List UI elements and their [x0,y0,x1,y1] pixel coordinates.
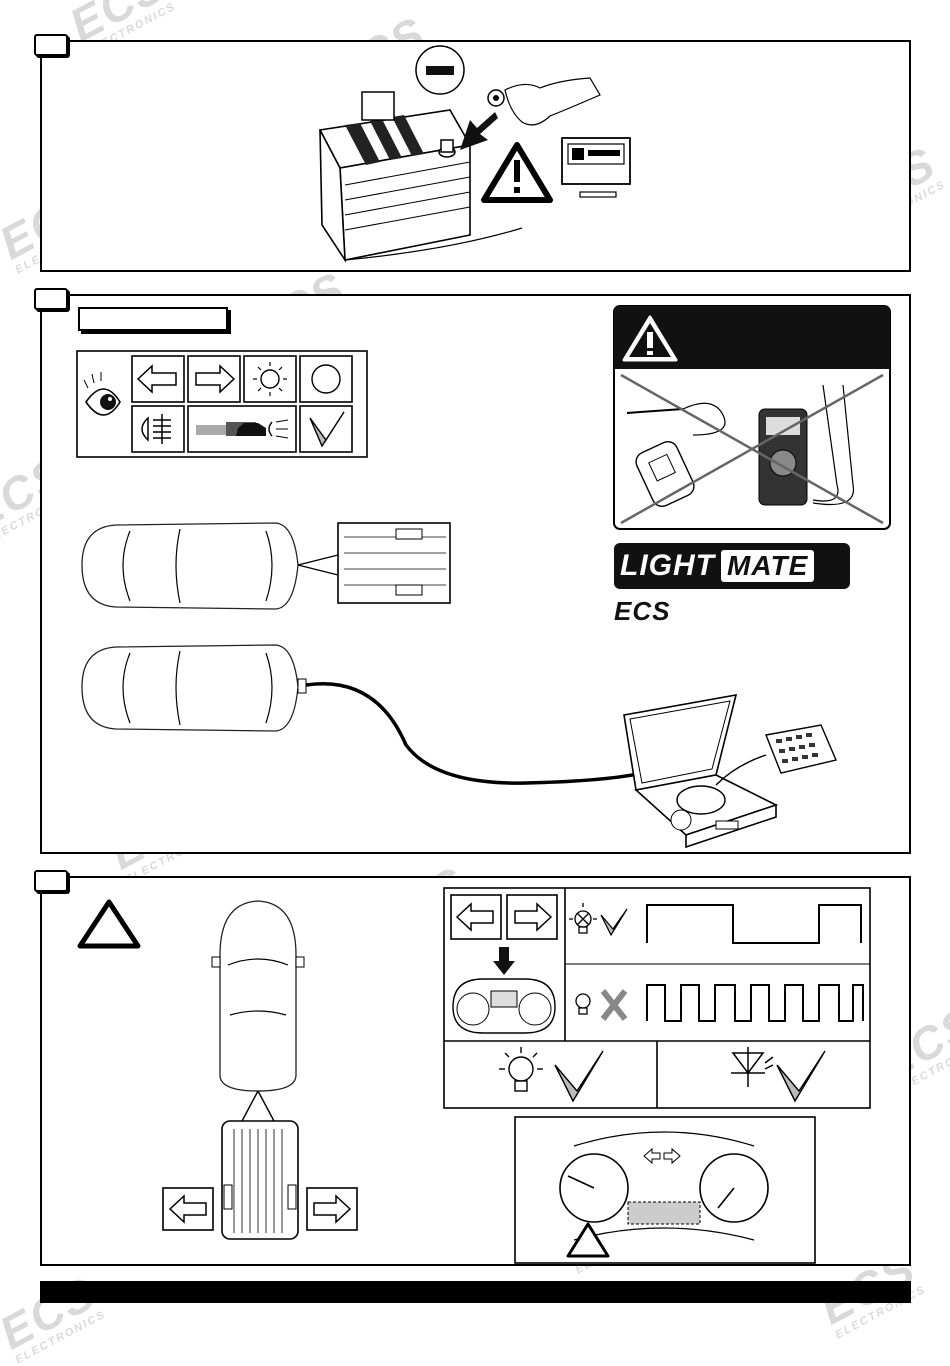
tester-case-icon [623,693,779,849]
reverse-light-icon [196,419,289,439]
indicator-signal-table [443,887,871,1109]
signal-slow-wave [646,904,862,944]
bulb-fault-icon [575,993,591,1015]
arrow-right-icon [514,902,553,932]
tester-remote-icon [715,724,837,786]
label-box [78,307,228,331]
footer-bar [40,1281,911,1303]
light-function-grid [76,350,368,458]
dashboard-detail [514,1116,816,1264]
step-2-tab [34,288,68,310]
brake-light-icon [253,362,287,396]
car-with-tester [81,644,837,849]
arrow-pointer-icon [460,112,498,150]
arrow-left-icon [168,1194,207,1224]
bulb-lamp-icon [499,1047,543,1092]
step-3-tab [34,870,68,892]
checkmark-icon [600,908,628,937]
led-icon [731,1047,774,1087]
arrow-left-icon [136,364,177,394]
fog-light-icon [141,414,171,444]
step-1-tab [34,34,68,56]
eye-icon [83,372,121,416]
checkmark-icon [309,411,345,448]
cross-icon [600,989,628,1021]
no-test-tools-warning [613,305,891,530]
tail-light-icon [311,364,341,394]
arrow-right-icon [663,1147,681,1165]
trailer-left-indicator [162,1187,214,1231]
warning-triangle-icon [566,1222,610,1258]
signal-fast-wave [646,984,864,1022]
dashboard-icon [452,978,556,1034]
topview-car-trailer [211,900,305,1240]
arrow-right-icon [313,1194,352,1224]
bulb-ok-icon [569,903,597,934]
arrow-right-icon [195,364,236,394]
checkmark-icon [776,1050,826,1103]
car-with-trailer [81,522,451,610]
battery-illustration [318,45,631,263]
trailer-right-indicator [306,1187,358,1231]
lightmate-logo: LIGHT MATE [614,543,850,589]
arrow-left-icon [455,902,494,932]
checkmark-icon [554,1050,604,1103]
arrow-left-icon [643,1147,661,1165]
ecs-logo: ECS [614,596,671,626]
warning-triangle-icon [77,899,141,949]
step-1-panel [40,40,911,272]
arrow-down-icon [493,947,515,975]
